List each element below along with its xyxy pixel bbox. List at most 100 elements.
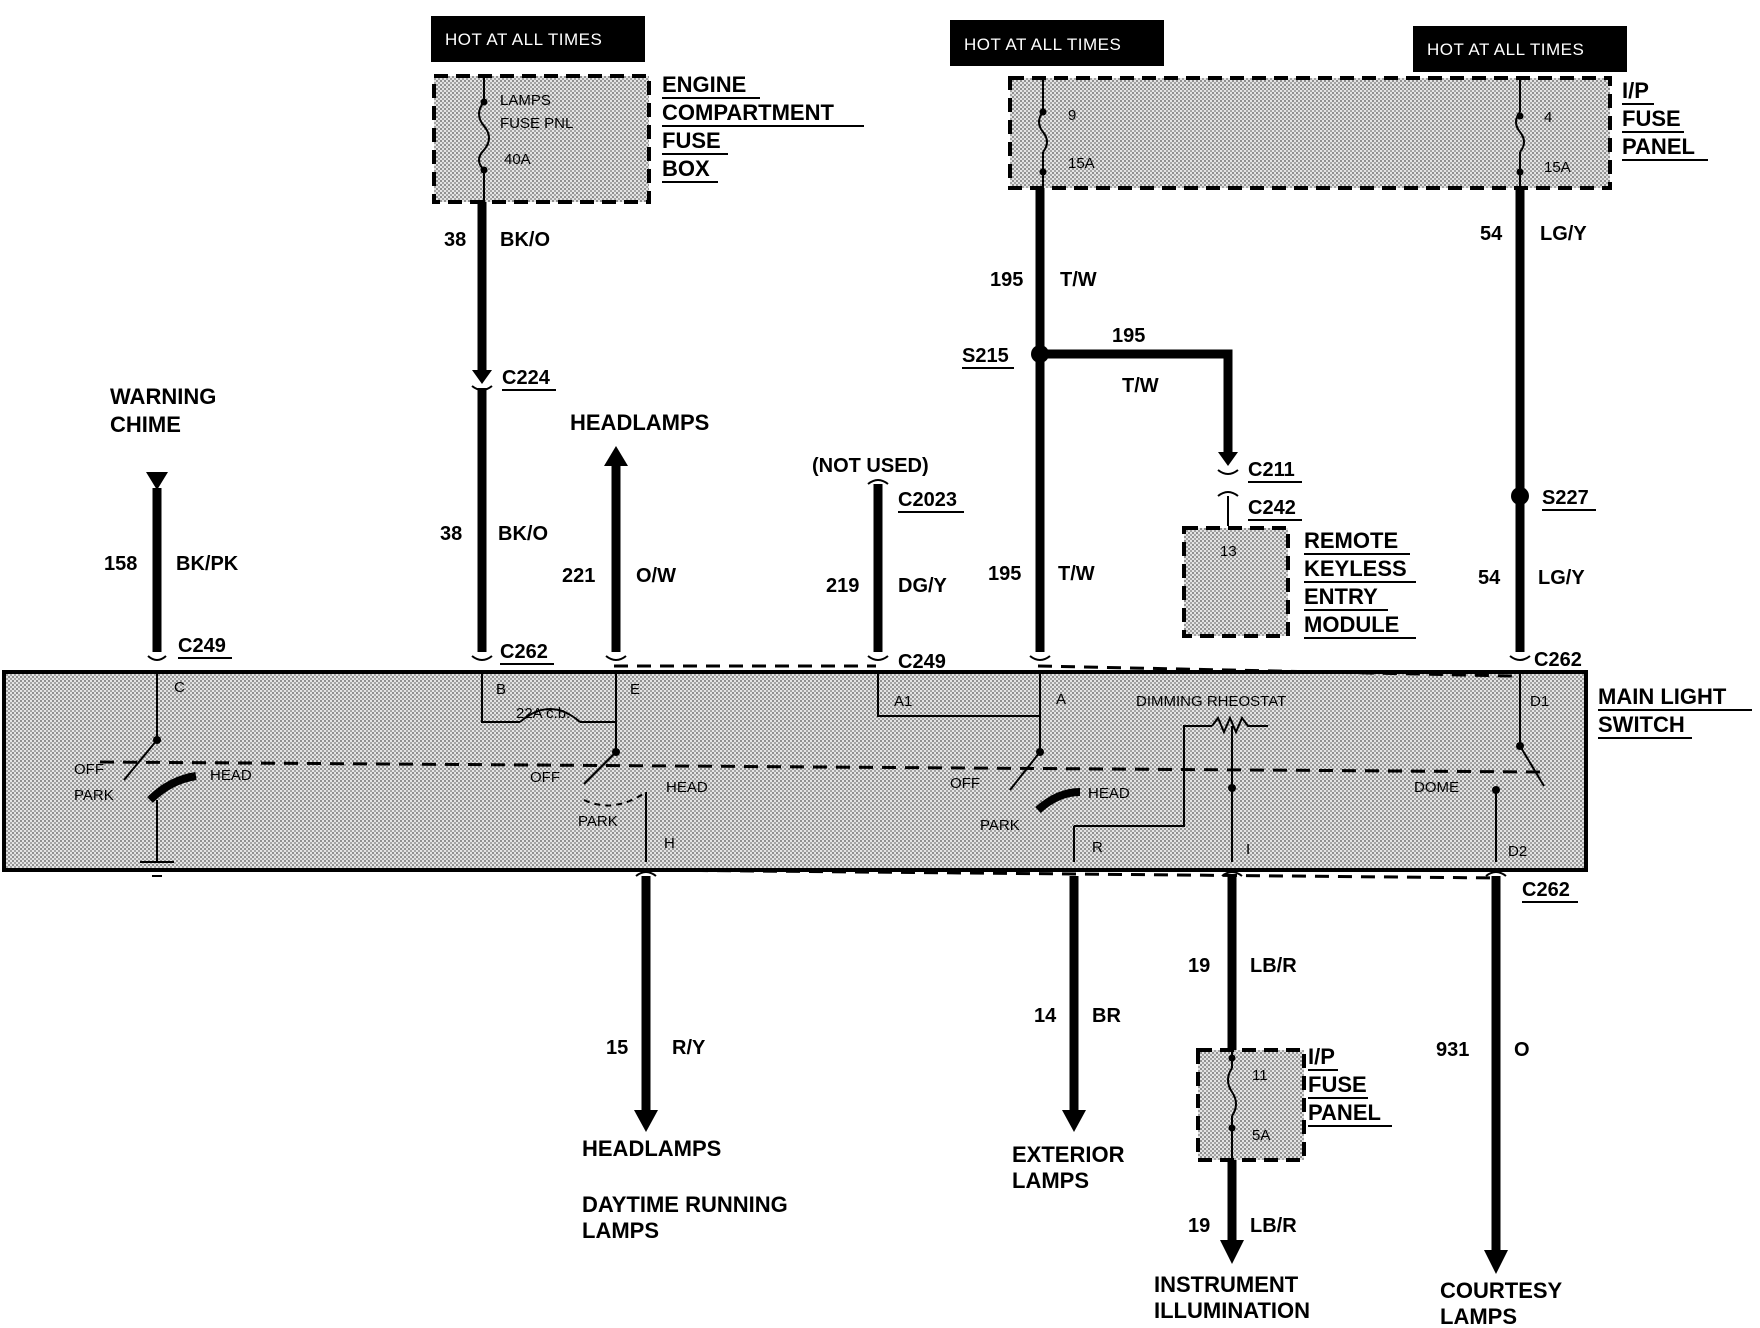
wire-15 (634, 871, 658, 1132)
svg-text:BR: BR (1092, 1005, 1121, 1027)
svg-text:158: 158 (104, 553, 137, 575)
connector-c249: C249 (898, 651, 946, 673)
svg-text:PANEL: PANEL (1622, 134, 1695, 159)
svg-text:LAMPS: LAMPS (1440, 1304, 1517, 1328)
svg-text:COMPARTMENT: COMPARTMENT (662, 100, 834, 125)
svg-text:BK/O: BK/O (498, 523, 548, 545)
svg-text:REMOTE: REMOTE (1304, 528, 1398, 553)
pin-e: E (630, 681, 640, 698)
svg-text:LAMPS: LAMPS (1012, 1168, 1089, 1193)
svg-text:LG/Y: LG/Y (1540, 223, 1587, 245)
wire-19 (1220, 871, 1244, 1264)
fuse-label-line2: FUSE PNL (500, 115, 573, 132)
ip-fuse-panel-top: 9 15A 4 15A (1008, 76, 1612, 190)
svg-text:LB/R: LB/R (1250, 955, 1297, 977)
svg-text:KEYLESS: KEYLESS (1304, 556, 1407, 581)
fuse-right-rating: 15A (1544, 159, 1571, 176)
destination-labels: WARNING CHIME HEAD LAMPS (NOT USED) HEAD L… (110, 384, 1563, 1328)
svg-text:SWITCH: SWITCH (1598, 712, 1685, 737)
fuse-rating: 40A (504, 151, 531, 168)
pos-park-2: PARK (578, 813, 618, 830)
pin-a1: A1 (894, 693, 912, 710)
wire-931 (1484, 871, 1508, 1274)
connector-c224: C224 (502, 367, 551, 389)
svg-text:38: 38 (444, 229, 466, 251)
engine-fuse-box-title: ENGINE COMPARTMENT FUSE BOX (662, 72, 864, 183)
wire-221 (604, 446, 628, 661)
switch-internals (123, 672, 1545, 877)
svg-text:195: 195 (988, 563, 1021, 585)
wire-158 (146, 472, 168, 661)
connector-c262: C262 (500, 641, 548, 663)
warning-chime-label: WARNING (110, 384, 216, 409)
svg-text:T/W: T/W (1122, 375, 1159, 397)
circuit-breaker-label: 22A c.b. (516, 705, 570, 722)
svg-text:FUSE: FUSE (662, 128, 721, 153)
svg-text:O: O (1514, 1039, 1530, 1061)
svg-text:19: 19 (1188, 1215, 1210, 1237)
wire-195 (1029, 188, 1239, 661)
svg-text:LB/R: LB/R (1250, 1215, 1297, 1237)
svg-text:LAMPS: LAMPS (582, 1218, 659, 1243)
courtesy-lamps-label: COURTESY (1440, 1278, 1563, 1303)
svg-text:MAIN LIGHT: MAIN LIGHT (1598, 684, 1727, 709)
svg-text:HOT AT ALL TIMES: HOT AT ALL TIMES (1427, 40, 1584, 59)
connector-labels: C224 C249 C262 C249 C2023 C211 C242 C262… (178, 345, 1596, 903)
fuse-left-rating: 15A (1068, 155, 1095, 172)
splice-s215: S215 (962, 345, 1009, 367)
connector-c2023: C2023 (898, 489, 957, 511)
connector-c242: C242 (1248, 497, 1296, 519)
pos-park-1: PARK (74, 787, 114, 804)
pin-h: H (664, 835, 675, 852)
svg-text:CHIME: CHIME (110, 412, 181, 437)
svg-text:BK/PK: BK/PK (176, 553, 239, 575)
svg-text:221: 221 (562, 565, 595, 587)
svg-text:HOT AT ALL TIMES: HOT AT ALL TIMES (964, 35, 1121, 54)
pin-i: I (1246, 841, 1250, 858)
svg-text:ENTRY: ENTRY (1304, 584, 1378, 609)
instrument-illumination-label: INSTRUMENT (1154, 1272, 1299, 1297)
svg-text:5A: 5A (1252, 1127, 1270, 1144)
svg-text:T/W: T/W (1060, 269, 1097, 291)
svg-text:54: 54 (1478, 567, 1501, 589)
connector-c211: C211 (1248, 459, 1295, 481)
not-used-label: (NOT USED) (812, 455, 929, 477)
pin-c: C (174, 679, 185, 696)
svg-text:I/P: I/P (1308, 1044, 1335, 1069)
svg-text:14: 14 (1034, 1005, 1057, 1027)
svg-text:54: 54 (1480, 223, 1503, 245)
svg-text:FUSE: FUSE (1622, 106, 1681, 131)
pin-a: A (1056, 691, 1066, 708)
svg-text:ENGINE: ENGINE (662, 72, 746, 97)
pos-head-3: HEAD (1088, 785, 1130, 802)
pos-off-1: OFF (74, 761, 104, 778)
splice-s227: S227 (1542, 487, 1589, 509)
hot-label-3: HOT AT ALL TIMES (1413, 26, 1627, 72)
connector-c262: C262 (1522, 879, 1570, 901)
fuse-left-number: 9 (1068, 107, 1076, 124)
svg-text:13: 13 (1220, 543, 1237, 560)
hot-label-1: HOT AT ALL TIMES (431, 16, 645, 62)
svg-text:38: 38 (440, 523, 462, 545)
drl-label: DAYTIME RUNNING (582, 1192, 788, 1217)
svg-text:ILLUMINATION: ILLUMINATION (1154, 1298, 1310, 1323)
ip-fuse-panel-top-title: I/P FUSE PANEL (1622, 78, 1708, 161)
svg-text:219: 219 (826, 575, 859, 597)
svg-text:195: 195 (990, 269, 1023, 291)
pin-d1: D1 (1530, 693, 1549, 710)
pos-head-1: HEAD (210, 767, 252, 784)
main-light-switch-title: MAIN LIGHT SWITCH (1598, 684, 1752, 739)
hot-label-2: HOT AT ALL TIMES (950, 20, 1164, 66)
pin-b: B (496, 681, 506, 698)
dimming-rheostat-label: DIMMING RHEOSTAT (1136, 693, 1286, 710)
wire-54 (1509, 188, 1531, 661)
fuse-label-line1: LAMPS (500, 92, 551, 109)
wire-38 (471, 202, 493, 661)
svg-text:LG/Y: LG/Y (1538, 567, 1585, 589)
svg-text:11: 11 (1252, 1067, 1268, 1084)
svg-text:PANEL: PANEL (1308, 1100, 1381, 1125)
pos-dome: DOME (1414, 779, 1459, 796)
connector-c262: C262 (1534, 649, 1582, 671)
pin-d2: D2 (1508, 843, 1527, 860)
